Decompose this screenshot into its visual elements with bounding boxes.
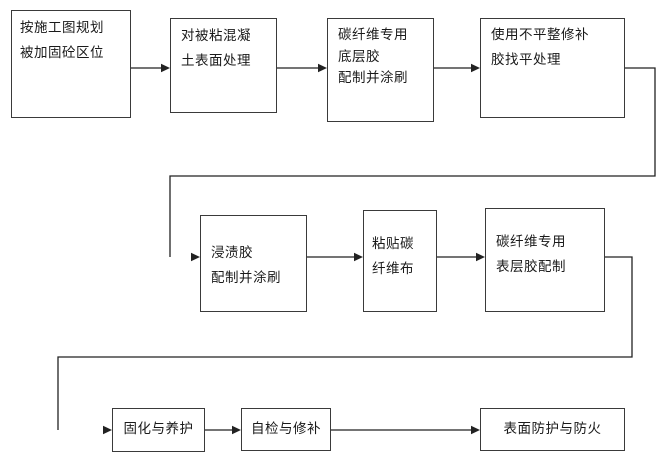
flow-node-surface-protection-and-fireproofing[interactable]: 表面防护与防火 <box>480 408 625 451</box>
flow-node-leveling-putty-repair[interactable]: 使用不平整修补胶找平处理 <box>480 18 625 118</box>
flow-node-label: 被加固砼区位 <box>20 44 104 61</box>
flow-node-label: 对被粘混凝 <box>181 28 251 44</box>
flow-node-label: 表面防护与防火 <box>503 420 602 437</box>
flow-node-label: 粘贴碳 <box>372 236 414 252</box>
flow-node-label: 固化与养护 <box>123 421 194 438</box>
arrowhead-into-node-10 <box>471 425 480 435</box>
flow-node-saturating-resin-mix-and-brush[interactable]: 浸渍胶配制并涂刷 <box>200 215 307 312</box>
flow-node-label: 按施工图规划 <box>20 20 104 36</box>
flow-node-label: 浸渍胶 <box>211 245 253 261</box>
flow-node-label: 自检与修补 <box>251 420 321 437</box>
arrowhead-into-node-2 <box>161 63 170 73</box>
flow-node-label: 胶找平处理 <box>491 51 561 68</box>
flow-node-label: 配制并涂刷 <box>338 70 408 87</box>
flow-node-topcoat-adhesive-mix[interactable]: 碳纤维专用表层胶配制 <box>485 208 605 312</box>
flow-node-label: 使用不平整修补 <box>491 27 589 43</box>
arrowhead-into-node-5 <box>191 252 200 262</box>
arrowhead-into-node-6 <box>354 252 363 262</box>
flow-node-self-inspection-and-repair[interactable]: 自检与修补 <box>241 408 331 451</box>
arrowhead-into-node-3 <box>318 63 327 73</box>
flow-node-label: 碳纤维专用 <box>496 234 566 250</box>
flow-node-label: 土表面处理 <box>181 52 251 69</box>
arrowhead-into-node-8 <box>103 425 112 435</box>
flow-node-label: 碳纤维专用 <box>338 27 408 43</box>
flow-node-label: 表层胶配制 <box>496 258 566 275</box>
flow-node-label: 底层胶 <box>338 48 380 65</box>
flow-node-plan-reinforcement-area[interactable]: 按施工图规划被加固砼区位 <box>11 10 131 118</box>
arrowhead-into-node-9 <box>232 425 241 435</box>
flow-node-curing-and-maintenance[interactable]: 固化与养护 <box>112 408 205 452</box>
flow-node-label: 配制并涂刷 <box>211 269 281 286</box>
flow-node-paste-carbon-fiber-cloth[interactable]: 粘贴碳纤维布 <box>363 210 437 312</box>
flow-node-concrete-surface-treatment[interactable]: 对被粘混凝土表面处理 <box>170 18 277 113</box>
flow-node-label: 纤维布 <box>372 260 414 277</box>
flow-node-primer-adhesive-mix-and-brush[interactable]: 碳纤维专用底层胶配制并涂刷 <box>327 18 434 122</box>
arrowhead-into-node-4 <box>471 63 480 73</box>
arrowhead-into-node-7 <box>476 252 485 262</box>
